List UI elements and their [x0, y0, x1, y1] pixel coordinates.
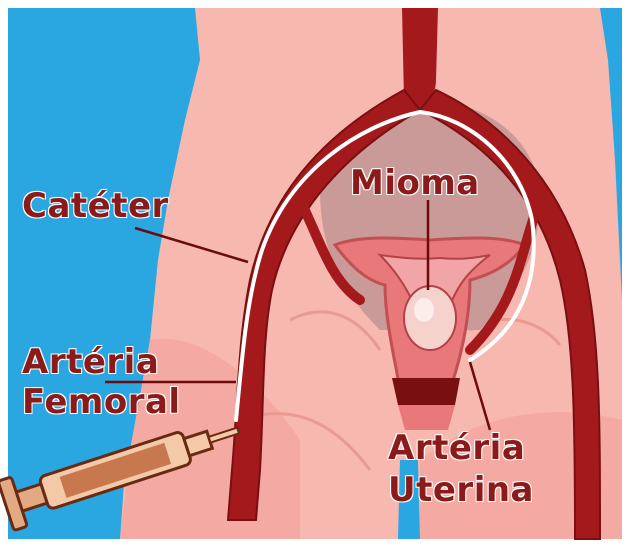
label-arteria-uterina-2: Uterina: [388, 470, 534, 510]
label-arteria-femoral-1: Artéria: [22, 342, 159, 382]
label-arteria-femoral-2: Femoral: [22, 382, 181, 422]
label-arteria-uterina-1: Artéria: [388, 428, 525, 468]
label-cateter: Catéter: [22, 186, 169, 226]
vaginal-canal: [398, 405, 455, 430]
label-mioma: Mioma: [350, 163, 480, 203]
cervix: [392, 378, 460, 405]
fibroid-highlight: [414, 298, 434, 322]
